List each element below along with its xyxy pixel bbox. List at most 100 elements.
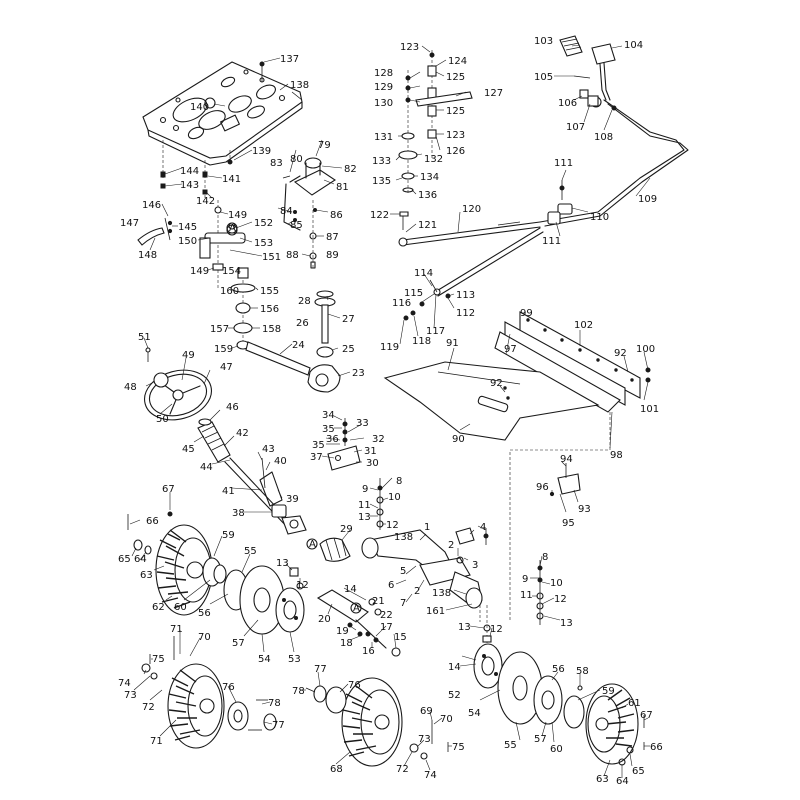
callout-138: 138: [432, 588, 451, 599]
callout-1: 1: [424, 522, 430, 533]
callout-76: 76: [222, 682, 235, 693]
callout-122: 122: [370, 210, 389, 221]
callout-50: 50: [156, 414, 169, 425]
callout-102: 102: [574, 320, 593, 331]
steering-column-stack: [199, 200, 256, 350]
callout-60: 60: [174, 602, 187, 613]
callout-146: 146: [142, 200, 161, 211]
callout-70: 70: [440, 714, 453, 725]
steering-arm: [316, 589, 401, 657]
steering-gear-assembly: [307, 290, 341, 393]
callout-53: 53: [288, 654, 301, 665]
callout-51: 51: [138, 332, 151, 343]
callout-13: 13: [458, 622, 471, 633]
callout-55: 55: [244, 546, 257, 557]
callout-157: 157: [210, 324, 229, 335]
left-brake-disc: [223, 565, 305, 635]
callout-14: 14: [344, 584, 357, 595]
callout-56: 56: [198, 608, 211, 619]
callout-28: 28: [298, 296, 311, 307]
callout-115: 115: [404, 288, 423, 299]
callout-145: 145: [178, 222, 197, 233]
callout-109: 109: [638, 194, 657, 205]
callout-86: 86: [330, 210, 343, 221]
callout-9: 9: [522, 574, 528, 585]
callout-93: 93: [578, 504, 591, 515]
column-boot: [197, 418, 307, 535]
reference-marker: A: [309, 539, 316, 550]
callout-5: 5: [400, 566, 406, 577]
callout-64: 64: [134, 554, 147, 565]
callout-57: 57: [534, 734, 547, 745]
callout-38: 38: [232, 508, 245, 519]
callout-119: 119: [380, 342, 399, 353]
callout-34: 34: [322, 410, 335, 421]
callout-123: 123: [400, 42, 419, 53]
callout-49: 49: [182, 350, 195, 361]
callout-36: 36: [326, 434, 339, 445]
callout-84: 84: [280, 206, 293, 217]
callout-78: 78: [268, 698, 281, 709]
callout-161: 161: [426, 606, 445, 617]
callout-23: 23: [352, 368, 365, 379]
small-bracket: [549, 463, 581, 497]
callout-71: 71: [170, 624, 183, 635]
callout-88: 88: [286, 250, 299, 261]
callout-127: 127: [484, 88, 503, 99]
callout-132: 132: [424, 154, 443, 165]
callout-18: 18: [340, 638, 353, 649]
callout-124: 124: [448, 56, 467, 67]
callout-69: 69: [420, 706, 433, 717]
callout-131: 131: [374, 132, 393, 143]
callout-104: 104: [624, 40, 643, 51]
brake-pedal-assembly: [539, 35, 689, 227]
callout-100: 100: [636, 344, 655, 355]
callout-10: 10: [388, 492, 401, 503]
callout-74: 74: [424, 770, 437, 781]
callout-58: 58: [576, 666, 589, 677]
callout-75: 75: [152, 654, 165, 665]
callout-154: 154: [222, 266, 241, 277]
callout-73: 73: [124, 690, 137, 701]
callout-94: 94: [560, 454, 573, 465]
callout-52: 52: [448, 690, 461, 701]
callout-120: 120: [462, 204, 481, 215]
callout-59: 59: [602, 686, 615, 697]
pivot-stack: [398, 50, 473, 195]
callout-68: 68: [330, 764, 343, 775]
callout-141: 141: [222, 174, 241, 185]
callout-45: 45: [182, 444, 195, 455]
callout-101: 101: [640, 404, 659, 415]
reference-marker: A: [353, 603, 360, 614]
callout-135: 135: [372, 176, 391, 187]
callout-2: 2: [414, 586, 420, 597]
callout-12: 12: [490, 624, 503, 635]
callout-12: 12: [386, 520, 399, 531]
callout-108: 108: [594, 132, 613, 143]
callout-26: 26: [296, 318, 309, 329]
callout-2: 2: [448, 540, 454, 551]
callout-111: 111: [542, 236, 561, 247]
callout-126: 126: [446, 146, 465, 157]
callout-87: 87: [326, 232, 339, 243]
callout-67: 67: [640, 710, 653, 721]
callout-153: 153: [254, 238, 273, 249]
right-spindle-stack: [536, 560, 544, 625]
callout-43: 43: [262, 444, 275, 455]
left-rear-tire: [167, 663, 225, 749]
callout-12: 12: [554, 594, 567, 605]
callout-160: 160: [220, 286, 239, 297]
callout-125: 125: [446, 72, 465, 83]
callout-37: 37: [310, 452, 323, 463]
callout-61: 61: [628, 698, 641, 709]
callout-63: 63: [140, 570, 153, 581]
callout-130: 130: [374, 98, 393, 109]
callout-107: 107: [566, 122, 585, 133]
callout-9: 9: [362, 484, 368, 495]
callout-159: 159: [214, 344, 233, 355]
callout-155: 155: [260, 286, 279, 297]
callout-121: 121: [418, 220, 437, 231]
callout-48: 48: [124, 382, 137, 393]
callout-13: 13: [276, 558, 289, 569]
